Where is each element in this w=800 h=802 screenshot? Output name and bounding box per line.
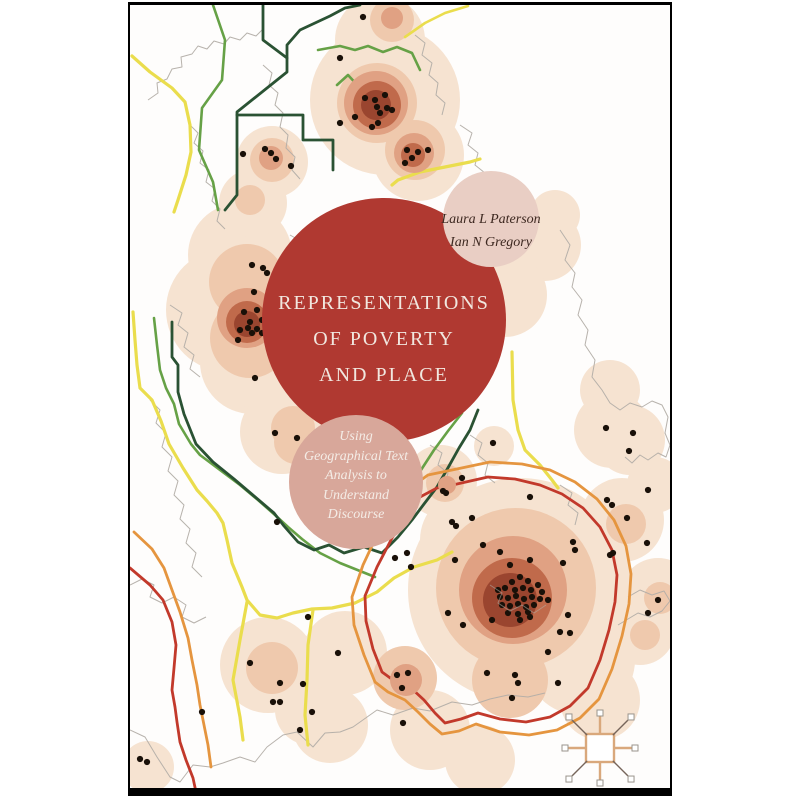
subtitle-circle: Using Geographical Text Analysis to Unde…	[289, 415, 423, 549]
author-name: Ian N Gregory	[450, 235, 532, 250]
book-title: REPRESENTATIONS OF POVERTY AND PLACE	[278, 285, 490, 393]
subtitle-line: Understand	[322, 487, 390, 503]
contour-lines	[130, 5, 633, 788]
subtitle-line: Analysis to	[325, 468, 387, 484]
map-dots	[136, 13, 662, 766]
subtitle-line: Discourse	[327, 507, 385, 523]
inner-boundary-overlay	[489, 584, 547, 614]
subtitle-line: Using	[339, 429, 373, 445]
book-cover: REPRESENTATIONS OF POVERTY AND PLACE Lau…	[128, 2, 672, 796]
book-subtitle: Using Geographical Text Analysis to Unde…	[304, 427, 408, 525]
author-name: Laura L Paterson	[441, 212, 541, 227]
title-line: AND PLACE	[319, 364, 449, 386]
author-circle: Laura L Paterson Ian N Gregory	[441, 171, 541, 267]
book-authors: Laura L Paterson Ian N Gregory	[441, 208, 540, 254]
title-line: REPRESENTATIONS	[278, 292, 490, 314]
title-line: OF POVERTY	[313, 328, 455, 350]
boundary-lines	[130, 28, 670, 783]
subtitle-line: Geographical Text	[303, 448, 409, 464]
compass-rose-icon	[561, 709, 639, 787]
